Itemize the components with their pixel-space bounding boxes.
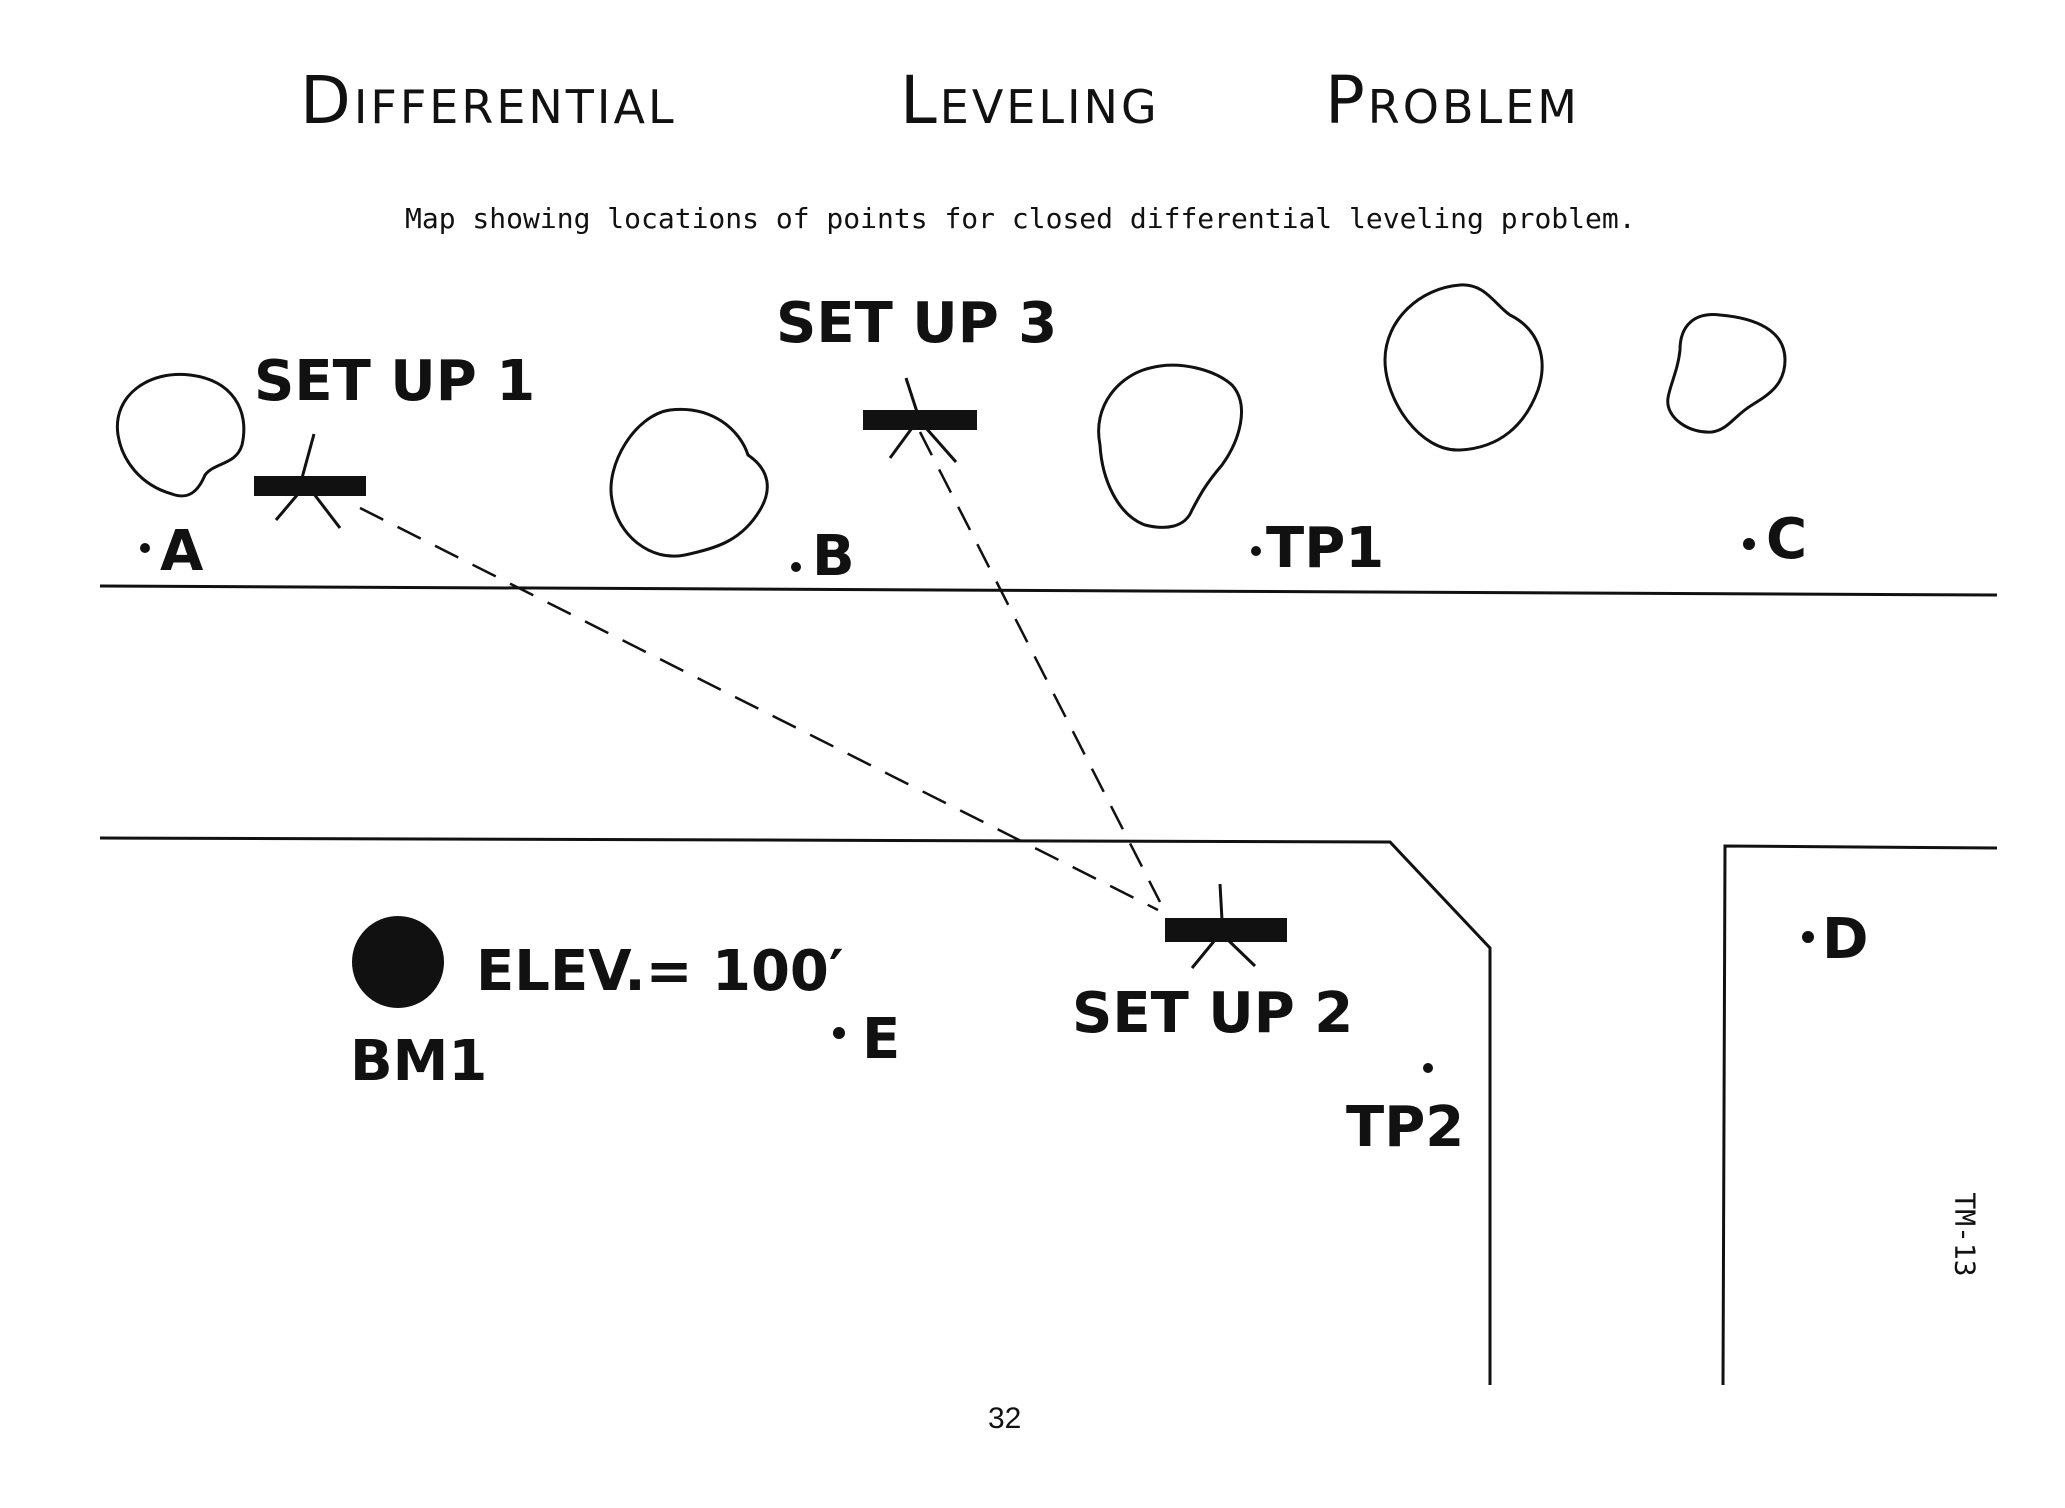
point-tp1-marker bbox=[1251, 546, 1261, 556]
instrument-setup-3-icon bbox=[863, 377, 977, 463]
point-a-marker bbox=[140, 543, 150, 553]
tree-outline bbox=[1097, 363, 1243, 529]
title-word-problem: Problem bbox=[1325, 62, 1580, 139]
benchmark-elevation-label: ELEV.= 100′ bbox=[476, 939, 844, 1004]
setup-1-label: SET UP 1 bbox=[254, 349, 535, 414]
road-edge-south-west bbox=[99, 836, 1492, 1385]
benchmark-label: BM1 bbox=[350, 1029, 487, 1094]
sight-line-setup1-setup2 bbox=[359, 506, 1159, 912]
point-a-label: A bbox=[160, 519, 204, 584]
road-edge-north bbox=[99, 584, 1998, 597]
title-word-differential: Differential bbox=[300, 62, 677, 139]
tree-outline bbox=[609, 407, 769, 558]
document-code: TM-13 bbox=[1948, 1192, 1982, 1277]
point-d-label: D bbox=[1822, 907, 1868, 972]
point-e-marker bbox=[833, 1027, 845, 1039]
instrument-setup-1-icon bbox=[254, 433, 366, 529]
title-word-leveling: Leveling bbox=[900, 62, 1160, 139]
page-number: 32 bbox=[988, 1402, 1022, 1435]
point-tp2-marker bbox=[1423, 1063, 1433, 1073]
point-tp2-label: TP2 bbox=[1346, 1095, 1464, 1160]
instrument-setup-2-icon bbox=[1165, 883, 1287, 969]
point-b-marker bbox=[791, 562, 801, 572]
road-edge-south-east bbox=[1721, 844, 1998, 1386]
setup-3-label: SET UP 3 bbox=[776, 291, 1057, 356]
point-e-label: E bbox=[862, 1007, 900, 1072]
point-c-marker bbox=[1743, 538, 1755, 550]
tree-outline bbox=[115, 372, 246, 498]
map-caption: Map showing locations of points for clos… bbox=[405, 202, 1636, 235]
sight-line-setup3-setup2 bbox=[918, 431, 1162, 903]
point-tp1-label: TP1 bbox=[1266, 516, 1384, 581]
tree-outline bbox=[1666, 313, 1787, 434]
point-b-label: B bbox=[812, 524, 855, 589]
benchmark-disc-icon bbox=[352, 916, 444, 1008]
tree-outline bbox=[1383, 283, 1544, 452]
point-c-label: C bbox=[1766, 507, 1807, 572]
setup-2-label: SET UP 2 bbox=[1072, 981, 1353, 1046]
point-d-marker bbox=[1802, 931, 1814, 943]
